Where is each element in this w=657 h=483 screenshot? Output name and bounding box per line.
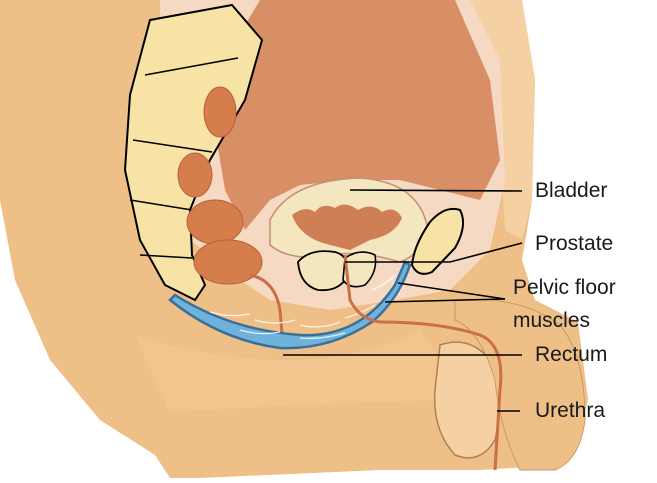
bladder-leader [350, 190, 522, 191]
bladder-label: Bladder [535, 179, 607, 203]
rectum-label: Rectum [535, 343, 607, 367]
prostate-label: Prostate [535, 232, 613, 256]
pelvic-floor-label-line2: muscles [513, 309, 590, 333]
urethra-label: Urethra [535, 399, 605, 423]
pelvic-floor-label-line1: Pelvic floor [513, 276, 616, 300]
